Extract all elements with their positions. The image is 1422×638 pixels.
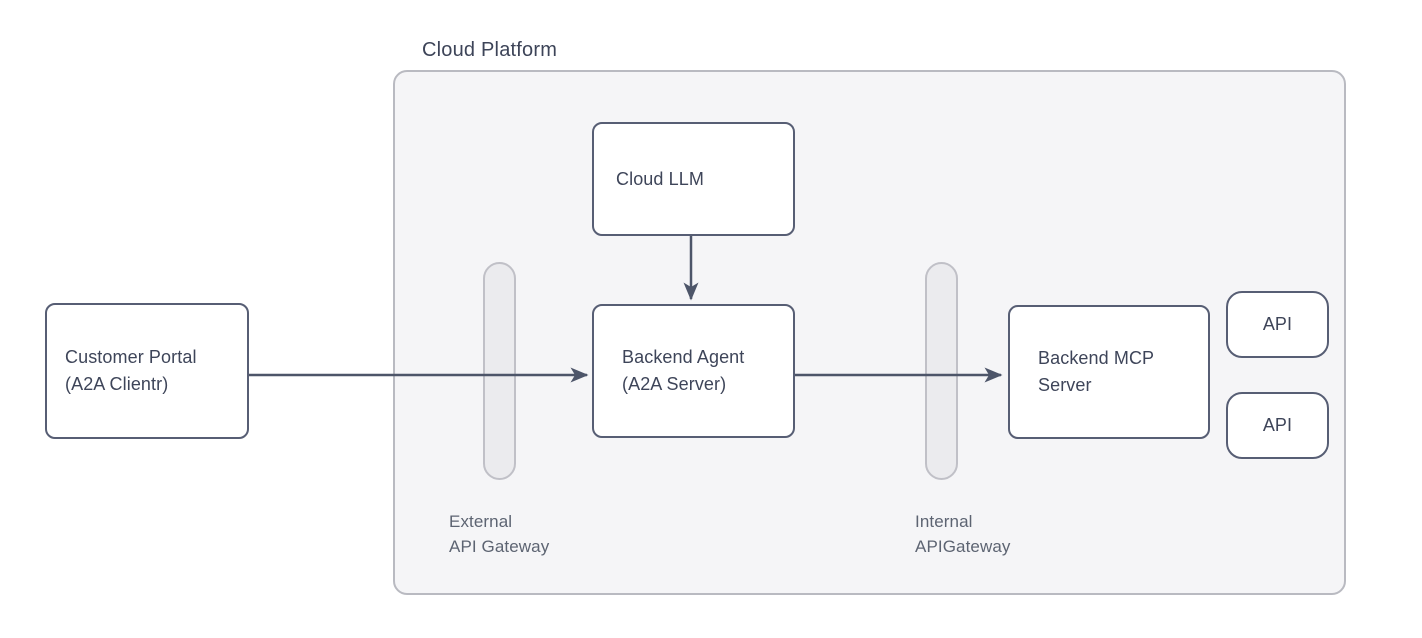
- backend-mcp-server-node: Backend MCP Server: [1008, 305, 1210, 439]
- customer-portal-node: Customer Portal (A2A Clientr): [45, 303, 249, 439]
- api-top-label: API: [1262, 314, 1293, 334]
- api-node-top: API: [1226, 291, 1329, 358]
- internal-gateway-label-line1: Internal: [915, 512, 973, 531]
- backend-agent-label-line1: Backend Agent: [622, 347, 745, 367]
- customer-portal-label-line1: Customer Portal: [65, 347, 197, 367]
- backend-agent-node: Backend Agent (A2A Server): [592, 304, 795, 438]
- external-gateway-label-line2: API Gateway: [449, 537, 550, 556]
- cloud-platform-title: Cloud Platform: [422, 39, 558, 61]
- api-node-bottom: API: [1226, 392, 1329, 459]
- api-bottom-label: API: [1262, 415, 1293, 435]
- external-gateway-label-line1: External: [449, 512, 513, 531]
- backend-agent-label-line2: (A2A Server): [622, 374, 727, 394]
- backend-mcp-label-line1: Backend MCP: [1038, 348, 1155, 368]
- internal-api-gateway-label: Internal APIGateway: [915, 509, 1011, 559]
- internal-gateway-label-line2: APIGateway: [915, 537, 1011, 556]
- backend-mcp-label-line2: Server: [1038, 375, 1092, 395]
- external-api-gateway-pill: [483, 262, 516, 480]
- cloud-llm-node: Cloud LLM: [592, 122, 795, 236]
- external-api-gateway-label: External API Gateway: [449, 509, 549, 559]
- cloud-llm-label: Cloud LLM: [616, 168, 704, 189]
- internal-api-gateway-pill: [925, 262, 958, 480]
- customer-portal-label-line2: (A2A Clientr): [65, 374, 169, 394]
